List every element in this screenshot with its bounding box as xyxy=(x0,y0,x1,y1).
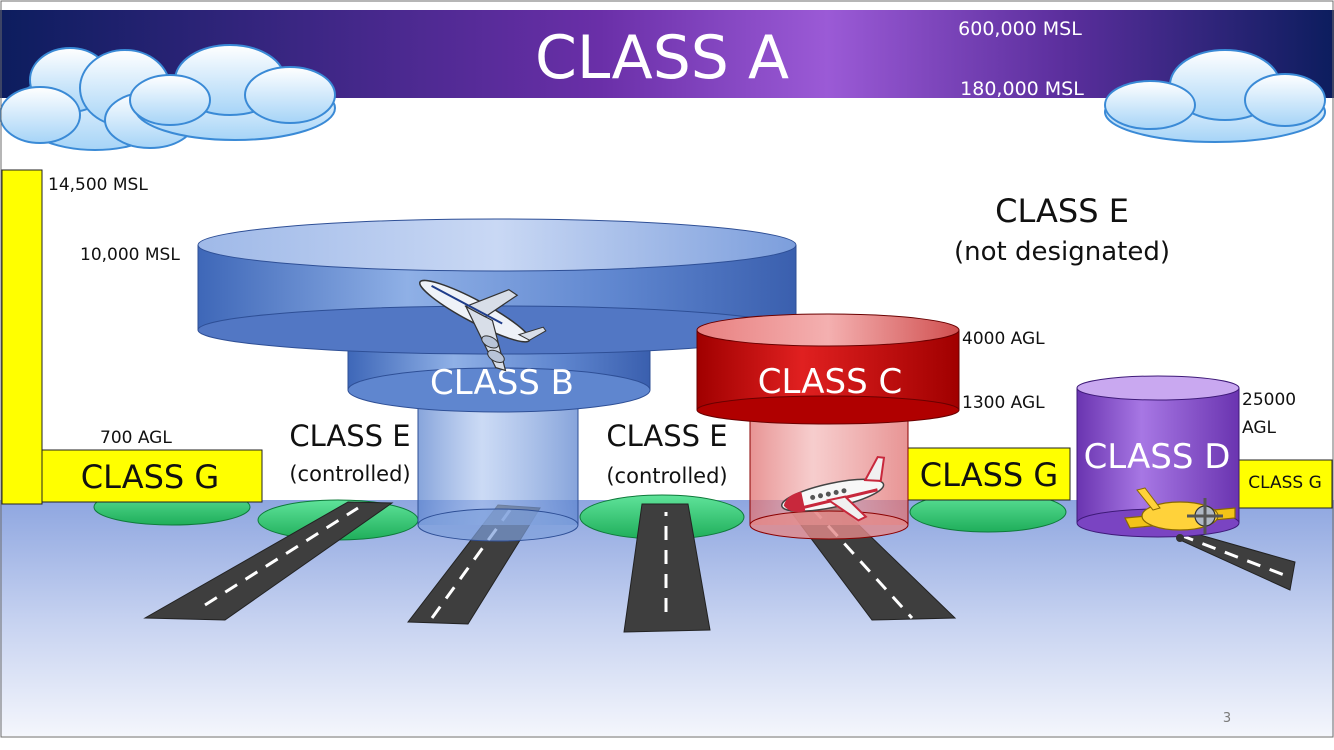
class-c-label: CLASS C xyxy=(758,362,902,402)
class-g-label-left: CLASS G xyxy=(81,458,219,496)
jet-airliner-icon xyxy=(419,279,547,372)
altitude-10000-msl: 10,000 MSL xyxy=(80,245,180,265)
altitude-700-agl: 700 AGL xyxy=(100,428,172,448)
class-g-block-left xyxy=(41,449,263,503)
cloud-icon xyxy=(1104,49,1326,143)
class-e-upper-subtitle: (not designated) xyxy=(954,237,1170,267)
altitude-1300-agl: 1300 AGL xyxy=(962,393,1045,413)
class-d-cylinder xyxy=(1076,375,1240,538)
runway xyxy=(143,501,394,621)
small-jet-icon xyxy=(780,455,886,522)
class-g-label-middle: CLASS G xyxy=(920,456,1058,494)
class-e-left-subtitle: (controlled) xyxy=(289,462,410,486)
propeller-plane-icon xyxy=(1124,487,1236,542)
altitude-4000-agl: 4000 AGL xyxy=(962,329,1045,349)
runway xyxy=(623,503,711,633)
class-e-left-title: CLASS E xyxy=(289,419,410,453)
cloud-icon xyxy=(129,44,336,141)
altitude-25000-agl-line1: 25000 xyxy=(1242,390,1296,410)
class-a-title: CLASS A xyxy=(535,23,789,93)
class-d-label: CLASS D xyxy=(1084,437,1231,477)
class-g-block-middle xyxy=(907,447,1071,501)
class-e-center-subtitle: (controlled) xyxy=(606,464,727,488)
class-g-column xyxy=(1,169,43,505)
class-e-upper-title: CLASS E xyxy=(995,192,1129,230)
class-g-label-right: CLASS G xyxy=(1248,473,1322,493)
page-number: 3 xyxy=(1223,711,1231,726)
class-e-center-title: CLASS E xyxy=(606,419,727,453)
class-a-ceiling: 600,000 MSL xyxy=(958,18,1082,40)
altitude-14500-msl: 14,500 MSL xyxy=(48,175,148,195)
class-a-floor: 180,000 MSL xyxy=(960,78,1084,100)
altitude-25000-agl-line2: AGL xyxy=(1242,418,1277,438)
class-b-cylinder xyxy=(197,218,797,542)
